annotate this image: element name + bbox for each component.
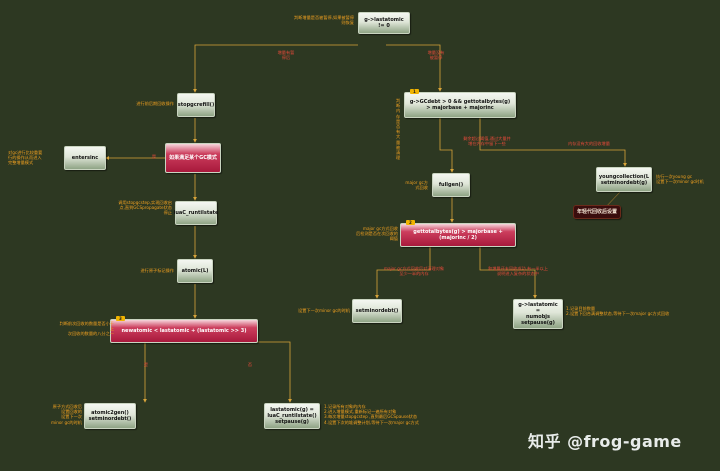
flow-node-n16: lastatomic(g) = luaC_runtilstate() setpa…: [264, 403, 320, 429]
flow-node-n10: gettotalbytes(g) > majorbase + (majorinc…: [400, 223, 516, 247]
edge-n1-n2: [193, 44, 358, 93]
edge-label-e1: 增量有暂 停后: [277, 50, 295, 61]
annotation-t4: 调用stopgcstep,实现回收启 点,直到GCSpropagate状态 停止: [118, 200, 172, 216]
flow-node-n8: youngcollection(L setminordebt(g): [596, 167, 652, 192]
edge-n14-n15: [143, 341, 175, 403]
annotation-t3: 对gc进行比较重要 行的操作从而进入 完整增量模式: [8, 150, 43, 166]
flow-node-n9: 年轻代回收后设置: [573, 205, 621, 219]
annotation-t10: major gc方 式回收: [405, 180, 428, 191]
flow-node-n7: fullgen(): [432, 173, 470, 197]
edge-label-e3: 是: [151, 154, 157, 159]
edge-n10-n12: [375, 246, 431, 299]
flow-node-n14: newatomic < lastatomic + (lastatomic >> …: [110, 319, 258, 343]
edge-label-e9: 否: [247, 362, 253, 367]
annotation-t9: 判断内存是否有 大量被清理: [396, 98, 401, 161]
flow-node-n2: stopgcrefill(): [177, 93, 215, 117]
flow-node-n3: g->GCdebt > 0 && gettotalbytes(g) > majo…: [404, 92, 516, 118]
edge-label-e4: 剩余超过阈值,通过大量并 增在内存中留下一些: [463, 136, 511, 147]
step-badge-n3: 1: [410, 89, 419, 94]
flow-node-n15: atomic2gen() setminordebt(): [84, 403, 136, 429]
edge-n14-n16: [220, 341, 292, 403]
flow-node-n11: atomic(L): [177, 259, 213, 283]
annotation-t5: 进行原子标记操作: [140, 268, 174, 273]
step-badge-n10: 2: [406, 220, 415, 225]
flow-node-n1: g->lastatomic != 0: [358, 12, 410, 34]
edge-label-e8: 是: [143, 362, 149, 367]
annotation-t11: 执行一次young gc 设置下一次minor gc时机: [656, 174, 704, 185]
annotation-t6: 判断前次回收的数量是否小于上 次回收的数量的八分之一: [59, 321, 114, 337]
edge-n3-n8: [479, 118, 627, 167]
annotation-t12: major gc方式回收 后检测是否在次回收的 阈值: [356, 226, 398, 242]
flow-node-n5: entersinc: [64, 146, 106, 170]
edge-n1-n3: [386, 44, 442, 92]
edge-label-e2: 增量没有 被暂停: [427, 50, 445, 61]
annotation-t8: 1.记录所有对象的内存 2.进入增量模式,重新标记一遍所有对象 3.每次增量st…: [324, 404, 419, 425]
flow-node-n6: luaC_runtilstate: [174, 201, 218, 225]
watermark: 知乎 @frog-game: [528, 432, 682, 451]
step-badge-n14: 3: [116, 316, 125, 321]
flow-node-n13: g->lastatomic = numobjs setpause(g): [513, 299, 563, 329]
edge-n10-n13: [479, 246, 537, 299]
annotation-t1: 判断增量是否被暂停,如果被暂停 则恢复: [294, 15, 354, 26]
annotation-t2: 进行前后期回收操作: [136, 101, 174, 106]
flow-node-n4: 如果满足某个GC模式: [165, 143, 221, 173]
annotation-t14: 1.记录目前数量 2.设置下回合满调整状态,等待下一次major gc方式回收: [566, 306, 670, 317]
edge-label-e5: 内存没有大的回收增量: [568, 141, 610, 146]
edge-n3-n7: [439, 118, 454, 173]
annotation-t13: 设置下一次minor gc的时机: [298, 308, 350, 313]
edge-label-e7: 和增量还未回收成功,有一半以上 说明进入复杂的状态中: [488, 266, 548, 277]
flow-node-n12: setminordebt(): [352, 299, 402, 323]
annotation-t7: 原子方式回收后 设置回收的 设置下一次 minor gc的时机: [50, 404, 82, 425]
edge-label-e6: major gc方式回收后对清理对象 至少一半的内存: [383, 266, 445, 277]
